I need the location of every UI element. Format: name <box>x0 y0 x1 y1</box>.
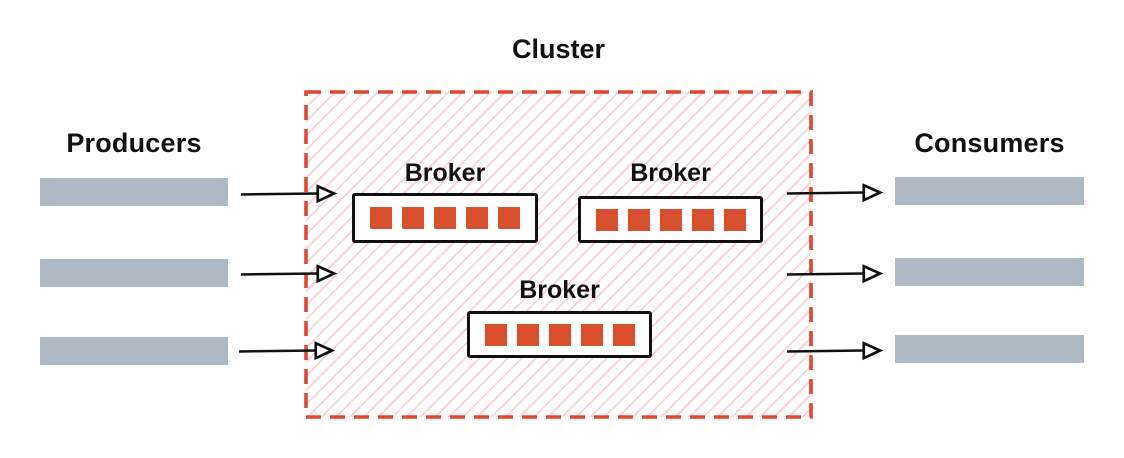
partition-square <box>498 207 520 229</box>
cluster-title: Cluster <box>511 34 606 64</box>
flow-arrow-out <box>786 341 884 361</box>
partition-square <box>402 207 424 229</box>
flow-arrow-in <box>240 184 338 204</box>
producer-lane <box>40 337 228 365</box>
consumer-lane <box>895 177 1084 205</box>
flow-arrow-out <box>786 264 884 284</box>
producer-lane <box>40 259 228 287</box>
broker-label: Broker <box>404 159 486 187</box>
consumer-lane <box>895 335 1084 363</box>
partition-square <box>516 323 539 346</box>
partition-square <box>370 207 392 229</box>
producers-label: Producers <box>66 128 202 158</box>
partition-square <box>612 323 635 346</box>
partition-square <box>595 208 618 231</box>
partition-square <box>627 208 650 231</box>
consumers-label: Consumers <box>914 128 1065 158</box>
broker-node <box>352 193 538 243</box>
partition-square <box>580 323 603 346</box>
partition-square <box>723 208 746 231</box>
flow-arrow-in <box>240 264 338 284</box>
cluster-boundary <box>306 92 811 417</box>
partition-square <box>659 208 682 231</box>
flow-arrow-out <box>786 183 884 203</box>
partition-square <box>548 323 571 346</box>
cluster-dashed-border <box>304 90 813 419</box>
broker-label: Broker <box>630 159 711 187</box>
partition-square <box>484 323 507 346</box>
partition-square <box>466 207 488 229</box>
producer-lane <box>40 178 228 206</box>
broker-node <box>467 311 652 358</box>
partition-square <box>434 207 456 229</box>
consumer-lane <box>895 258 1084 286</box>
broker-node <box>578 196 763 243</box>
partition-square <box>691 208 714 231</box>
flow-arrow-in <box>238 341 336 361</box>
broker-label: Broker <box>519 276 600 304</box>
